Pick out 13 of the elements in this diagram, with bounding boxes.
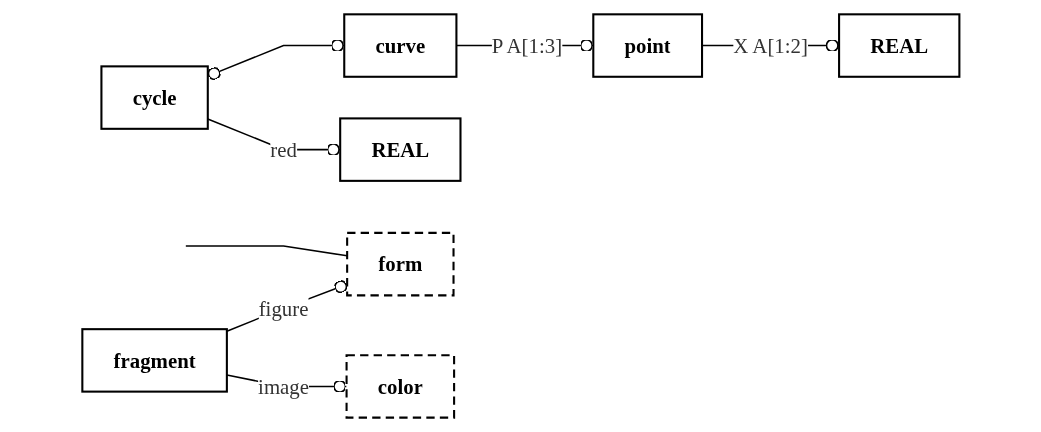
node-box: color: [345, 354, 455, 419]
edge-label: figure: [258, 296, 309, 320]
node-box: REAL: [338, 117, 462, 182]
node-box: form: [345, 231, 455, 297]
edge-label: P A[1:3]: [491, 34, 562, 58]
node-box: curve: [342, 13, 458, 78]
node-box: REAL: [837, 13, 961, 78]
node-box: point: [591, 13, 703, 78]
edge-label: red: [269, 138, 297, 162]
edge-label: image: [257, 374, 309, 398]
node-box: fragment: [80, 328, 228, 393]
edge-label: X A[1:2]: [732, 34, 808, 58]
node-box: cycle: [100, 65, 209, 130]
